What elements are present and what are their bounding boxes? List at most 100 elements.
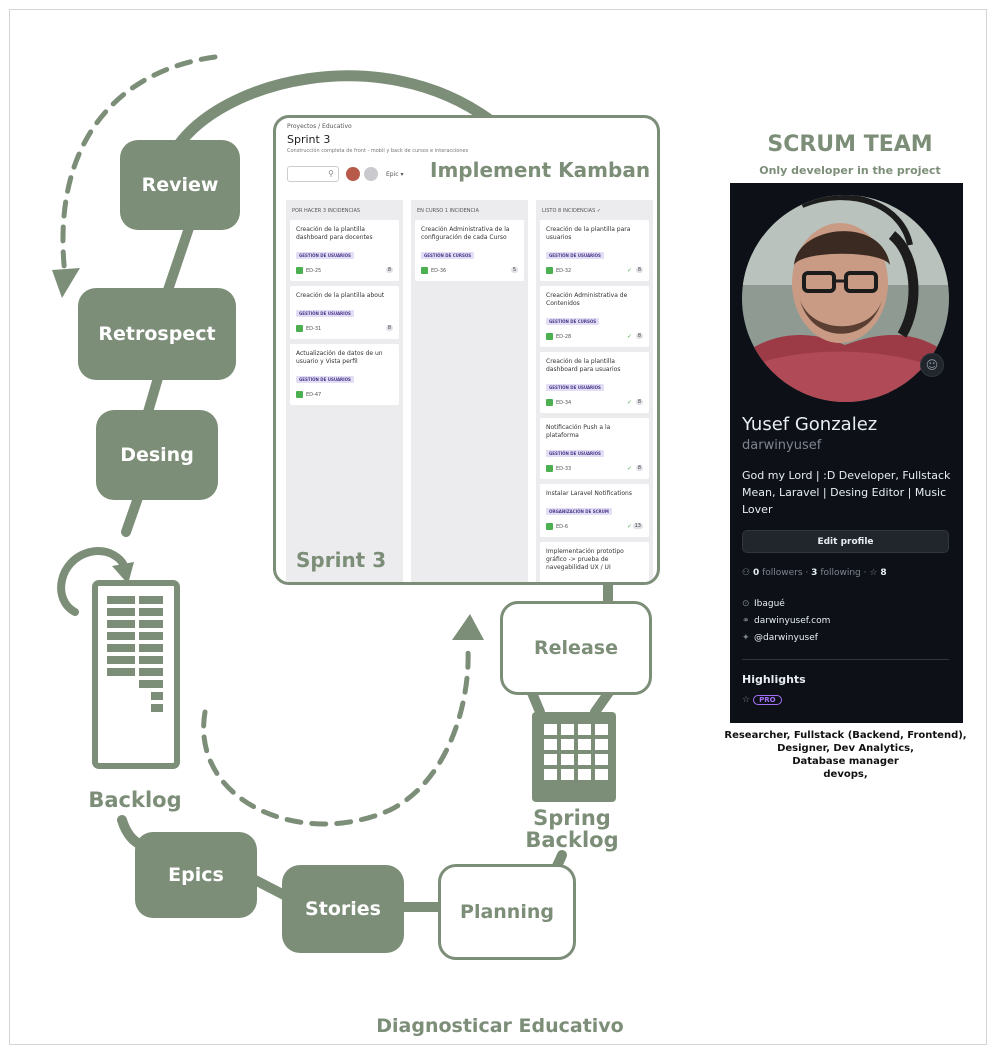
search-icon: ⚲: [328, 169, 334, 178]
pro-badge: PRO: [753, 695, 782, 705]
backlog-label: Backlog: [88, 788, 182, 812]
issue-key[interactable]: ED-33: [556, 466, 572, 472]
epic-tag: GESTIÓN ADMINISTRATIVA: [546, 582, 612, 585]
profile-username: darwinyusef: [742, 438, 822, 453]
story-points-badge: 13: [632, 523, 643, 529]
followers-count[interactable]: 0: [752, 568, 760, 578]
kanban-card[interactable]: Creación Administrativa de la configurac…: [415, 220, 524, 281]
issue-key[interactable]: ED-34: [556, 400, 572, 406]
review-to-kanban-arc: [169, 70, 496, 156]
done-check-icon: ✓: [626, 465, 632, 472]
twitter-handle[interactable]: @darwinyusef: [754, 633, 818, 643]
spine-retro-desing: [143, 373, 163, 417]
roles-list: Researcher, Fullstack (Backend, Frontend…: [713, 729, 978, 781]
column-done: LISTO 8 INCIDENCIAS ✓ Creación de la pla…: [536, 200, 653, 585]
issue-key[interactable]: ED-31: [306, 326, 322, 332]
kanban-card[interactable]: Creación de la plantilla dashboard para …: [290, 220, 399, 281]
avatar[interactable]: [346, 167, 360, 181]
profile-avatar[interactable]: [742, 195, 949, 402]
profile-name: Yusef Gonzalez: [742, 414, 878, 435]
twitter-icon: ✦: [742, 633, 750, 643]
epic-tag: GESTIÓN DE USUARIOS: [546, 252, 604, 259]
spring-backlog-line-2: Backlog: [525, 828, 619, 852]
epic-tag: GESTIÓN DE USUARIOS: [296, 376, 354, 383]
website-link[interactable]: darwinyusef.com: [754, 616, 831, 626]
divider: [742, 659, 949, 660]
issue-key[interactable]: ED-36: [431, 268, 447, 274]
story-type-icon: [296, 267, 303, 274]
star-icon: ☆: [869, 568, 878, 578]
spring-backlog-icon: [532, 712, 616, 802]
story-points-badge: 8: [635, 267, 643, 273]
sprint-title: Sprint 3: [287, 133, 331, 146]
story-type-icon: [296, 325, 303, 332]
issue-key[interactable]: ED-25: [306, 268, 322, 274]
profile-twitter[interactable]: ✦ @darwinyusef: [742, 633, 818, 643]
epic-tag: GESTIÓN DE CURSOS: [546, 318, 600, 325]
kanban-card[interactable]: Implementación prototipo gráfico -> prue…: [540, 542, 649, 585]
card-title: Actualización de datos de un usuario y V…: [296, 350, 383, 365]
profile-location: ⊙ Ibagué: [742, 599, 785, 609]
star-icon: ☆: [742, 695, 751, 705]
dashed-release-arc: [201, 647, 471, 827]
epic-tag: GESTIÓN DE USUARIOS: [546, 384, 604, 391]
avatar-placeholder[interactable]: [364, 167, 378, 181]
card-footer: ED-28✓8: [546, 333, 643, 341]
release-box: Release: [500, 601, 652, 695]
pro-highlight: ☆PRO: [742, 695, 782, 705]
image-frame: [9, 9, 987, 1045]
epics-box: Epics: [135, 832, 257, 918]
card-footer: ED-34✓8: [546, 399, 643, 407]
epic-tag: GESTIÓN DE USUARIOS: [546, 450, 604, 457]
story-type-icon: [546, 399, 553, 406]
people-icon: ⚇: [742, 568, 751, 578]
card-title: Creación de la plantilla para usuarios: [546, 226, 631, 241]
backlog-icon: [92, 580, 180, 769]
review-box: Review: [120, 140, 240, 230]
epic-tag: GESTIÓN DE USUARIOS: [296, 310, 354, 317]
followers-label[interactable]: followers: [762, 568, 803, 578]
epic-tag: ORGANIZACIÓN DE SCRUM: [546, 508, 612, 515]
done-check-icon: ✓: [626, 267, 632, 274]
stars-count[interactable]: 8: [880, 568, 887, 578]
card-title: Instalar Laravel Notifications: [546, 490, 632, 497]
spring-backlog-line-1: Spring: [533, 806, 611, 830]
story-type-icon: [546, 267, 553, 274]
story-type-icon: [421, 267, 428, 274]
issue-key[interactable]: ED-6: [556, 524, 568, 530]
role-line: Database manager: [792, 756, 899, 767]
location-text: Ibagué: [754, 599, 785, 609]
stories-box: Stories: [282, 865, 404, 953]
sprint-subtitle: Construcción completa de front - mobil y…: [287, 148, 469, 154]
kanban-card[interactable]: Actualización de datos de un usuario y V…: [290, 344, 399, 405]
card-footer: ED-32 ✓8: [546, 267, 643, 275]
edit-profile-button[interactable]: Edit profile: [742, 530, 949, 553]
breadcrumb[interactable]: Proyectos / Educativo: [287, 123, 352, 130]
following-count[interactable]: 3: [811, 568, 818, 578]
issue-key[interactable]: ED-47: [306, 392, 322, 398]
following-label[interactable]: following: [820, 568, 861, 578]
implement-kamban-heading: Implement Kamban: [430, 158, 651, 182]
card-footer: ED-6✓13: [546, 523, 643, 531]
search-input[interactable]: ⚲: [287, 166, 339, 182]
retrospect-box: Retrospect: [78, 288, 236, 380]
profile-website[interactable]: ⚭darwinyusef.com: [742, 616, 830, 626]
issue-key[interactable]: ED-28: [556, 334, 572, 340]
role-line: devops,: [823, 769, 868, 780]
issue-key[interactable]: ED-32: [556, 268, 572, 274]
dashed-arc-arrowhead: [52, 268, 80, 298]
sprint-footer-label: Sprint 3: [296, 548, 387, 572]
location-pin-icon: ⊙: [742, 599, 750, 609]
smiley-icon[interactable]: ☺: [920, 353, 944, 377]
kanban-card[interactable]: Creación de la plantilla dashboard para …: [540, 352, 649, 413]
loop-arrowhead: [112, 562, 134, 584]
epic-filter-dropdown[interactable]: Epic ▾: [386, 171, 404, 178]
spine-review-retro: [163, 220, 195, 295]
